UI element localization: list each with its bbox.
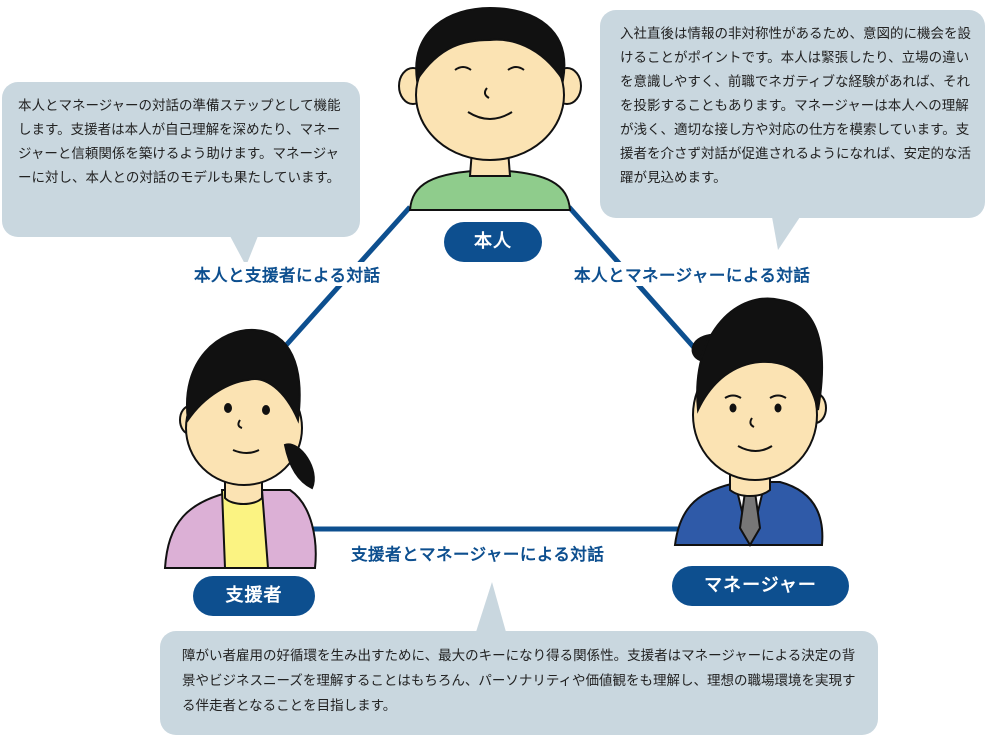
bubble-right-tail [772, 217, 800, 250]
supporter-illustration [163, 328, 317, 569]
bubble-bottom-tail [476, 582, 506, 632]
edge-label-person-supporter: 本人と支援者による対話 [191, 262, 384, 286]
edge-label-person-manager: 本人とマネージャーによる対話 [571, 262, 814, 286]
bubble-supporter-manager: 障がい者雇用の好循環を生み出すために、最大のキーになり得る関係性。支援者はマネー… [160, 631, 878, 735]
role-label-manager: マネージャー [672, 566, 849, 606]
bubble-person-supporter: 本人とマネージャーの対話の準備ステップとして機能します。支援者は本人が自己理解を… [2, 82, 360, 237]
person-illustration [398, 6, 582, 211]
manager-illustration [673, 297, 827, 547]
bubble-left-tail [230, 236, 258, 266]
edge-label-supporter-manager: 支援者とマネージャーによる対話 [348, 541, 608, 565]
bubble-person-manager: 入社直後は情報の非対称性があるため、意図的に機会を設けることがポイントです。本人… [600, 10, 985, 218]
role-label-supporter: 支援者 [193, 576, 315, 616]
role-label-person: 本人 [444, 222, 542, 262]
